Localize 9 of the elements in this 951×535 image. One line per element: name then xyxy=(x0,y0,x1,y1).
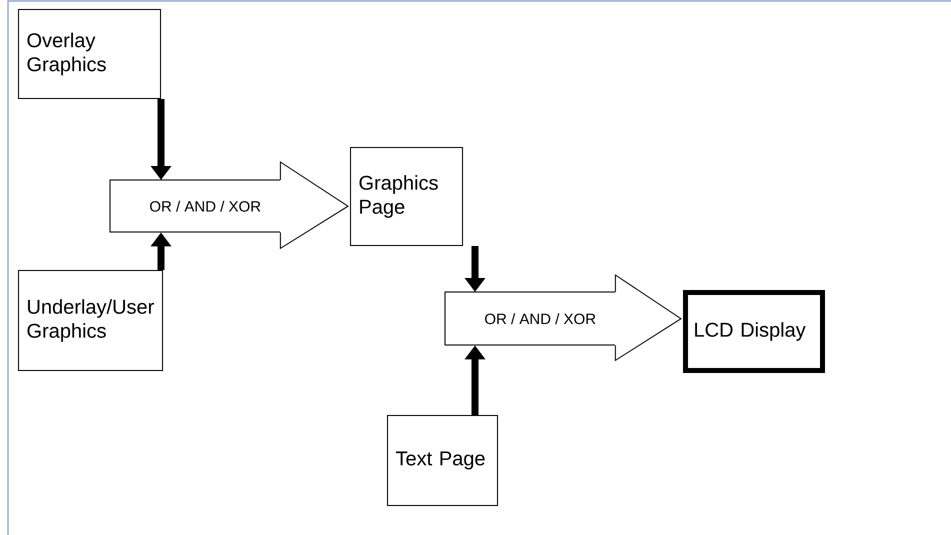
process-box: Graphics Page xyxy=(350,147,463,246)
arrow-body: OR / AND / XOR xyxy=(444,292,616,346)
arrow-body: OR / AND / XOR xyxy=(110,180,280,232)
arrow-head xyxy=(614,274,682,362)
process-box: Underlay/User Graphics xyxy=(18,270,163,371)
process-box: Overlay Graphics xyxy=(18,9,161,99)
process-box: Text Page xyxy=(387,415,498,506)
display-box: LCD Display xyxy=(683,290,825,373)
arrow-head xyxy=(280,161,349,250)
